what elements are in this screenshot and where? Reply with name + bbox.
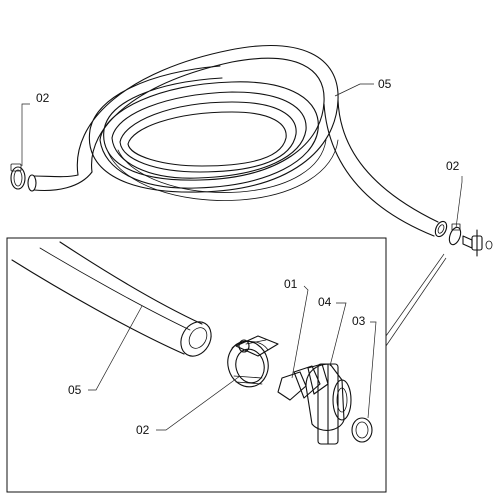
detail-tee-port [332,379,352,421]
leader-detail-clamp [156,375,241,431]
detail-hose-end [180,321,212,357]
detail-callouts: 01 04 03 05 02 [68,277,377,437]
top-left-clamp-band [10,166,26,190]
leader-detail-tee [329,302,347,367]
detail-clamp-housing [235,335,279,357]
hose-left-end [27,174,37,192]
detail-hose-shade [39,247,191,331]
detail-clamp-screw-line [245,339,267,345]
hose-coil [27,45,448,238]
detail-barb-ring [293,365,321,399]
top-right-oring [485,240,493,250]
hose-right-tail-lower [323,103,435,237]
leader-top-left-clamp [21,103,30,166]
callout-detail-tee: 04 [318,295,332,309]
detail-oring-inner [355,421,369,439]
detail-clamp-band-edge [231,341,269,351]
leader-detail-oring [367,321,377,419]
top-left-clamp-screw [10,163,22,172]
detail-clamp-band-outer [227,340,269,388]
detail-hose-bore [188,327,208,349]
detail-clamp-screw-head [238,339,250,353]
hose-right-end-bore [437,224,445,234]
callout-detail-fitting: 01 [284,277,298,291]
hose-coil-loop-3 [119,101,297,173]
detail-pointer-lower [385,257,447,347]
detail-hose-edge-bottom [11,259,185,355]
detail-tee [305,363,352,445]
top-callouts: 02 05 02 [21,77,463,229]
detail-pointer-upper [385,253,445,337]
top-left-clamp-inner [13,169,23,187]
detail-hose-edge-top [59,241,203,325]
detail-inset: 01 04 03 05 02 [6,237,447,493]
callout-detail-clamp: 02 [136,423,150,437]
leader-top-right-clamp [455,176,463,229]
detail-clamp-band-inner [235,348,265,384]
hose-coil-loop-2 [111,91,307,179]
top-right-clamp [448,226,462,246]
detail-oring [351,417,373,443]
hose-left-tail-lower [33,171,93,191]
detail-barb-fitting [277,363,329,401]
detail-oring-outer [351,417,373,443]
hose-coil-loop-4 [127,111,287,167]
hose-coil-loop-5 [117,139,327,193]
callout-top-left-clamp: 02 [36,91,50,105]
detail-tee-body [305,363,345,431]
callout-top-right-clamp: 02 [446,159,460,173]
top-right-nipple [462,235,473,249]
hose-coil-loop-6 [107,139,339,201]
top-right-clamp-screw [451,223,461,231]
detail-frame [6,237,387,493]
hose-right-end [434,220,448,238]
top-left-clamp [10,163,26,190]
callout-detail-oring: 03 [352,314,366,328]
hose-coil-loop-outer-b [91,57,325,181]
leader-hose-coil [334,83,374,97]
detail-clamp-slot-1 [235,381,263,385]
detail-barb-tip [277,371,307,401]
leader-detail-hose [88,305,143,391]
hose-coil-loop-1 [99,81,319,189]
leader-detail-fitting [291,285,309,379]
hose-left-tail-upper [33,174,79,178]
hose-coil-loop-outer [76,45,339,193]
detail-tee-port-bore [336,387,348,413]
top-right-fitting-cluster [448,223,493,257]
hose-right-tail-upper [337,99,439,223]
callout-detail-hose: 05 [68,383,82,397]
detail-hose [11,241,212,357]
detail-clamp [227,335,279,388]
detail-clamp-slot-2 [233,375,263,379]
callout-hose-coil: 05 [378,77,392,91]
